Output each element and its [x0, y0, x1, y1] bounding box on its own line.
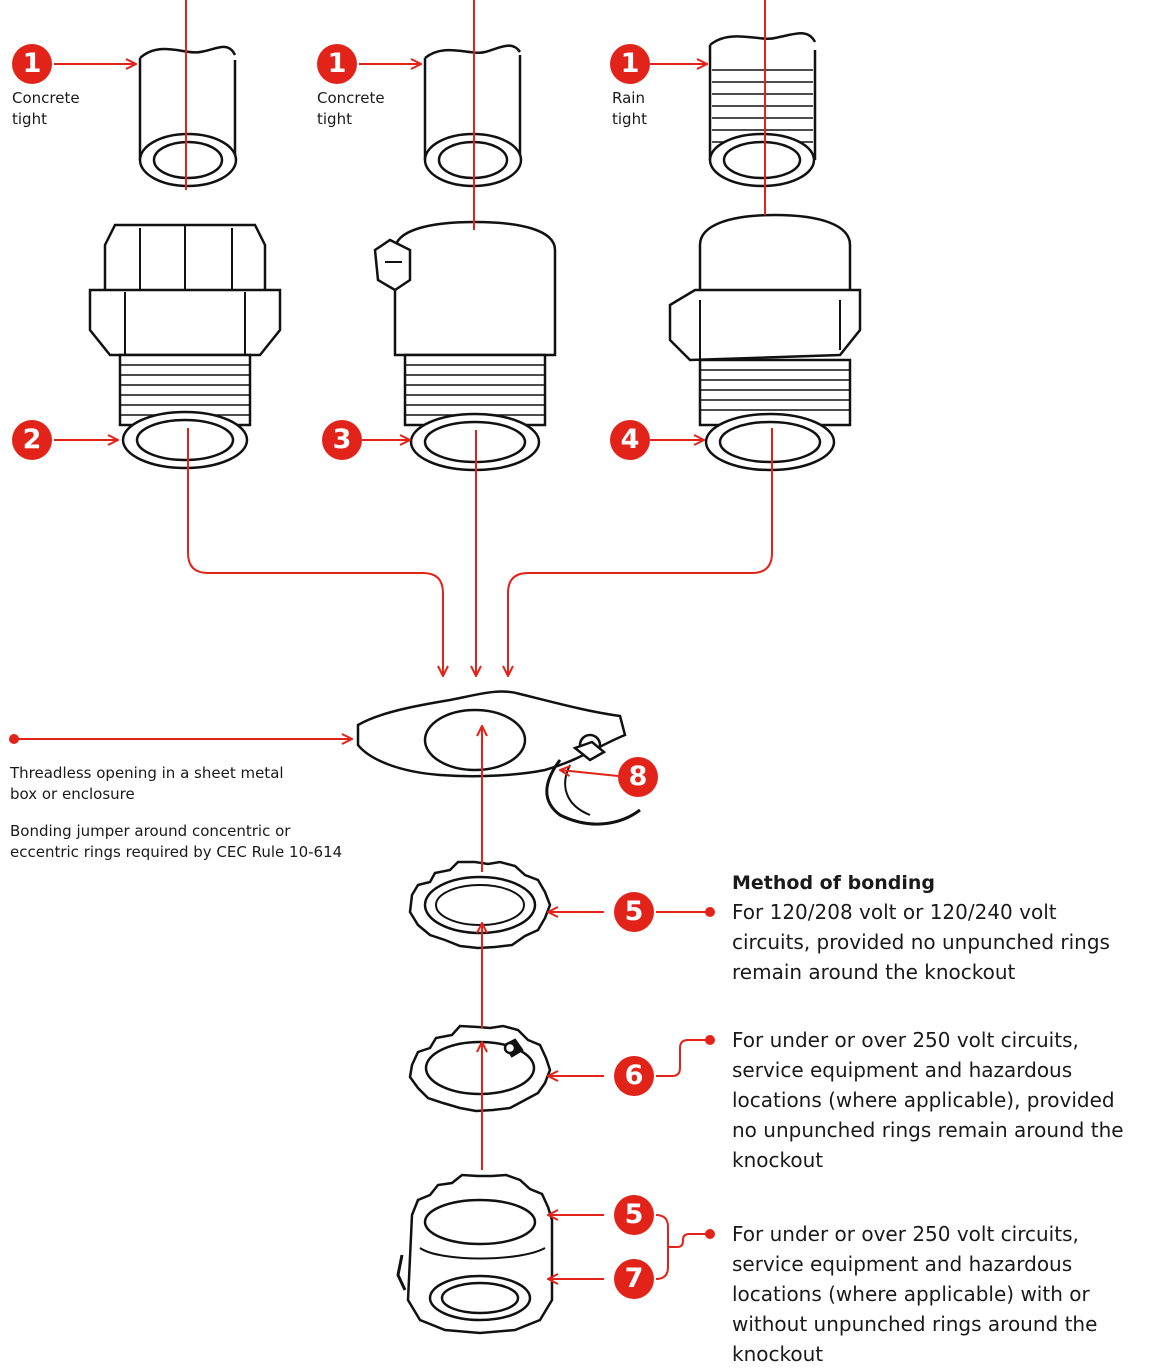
threadless-opening-line1: Threadless opening in a sheet metal — [10, 764, 284, 782]
callout-badge-3: 3 — [322, 420, 362, 460]
callout-badge-1c: 1 — [610, 44, 650, 84]
callout-badge-2: 2 — [12, 420, 52, 460]
fitting-2-drawing — [373, 44, 557, 472]
method-item-3-line2: service equipment and hazardous — [732, 1252, 1073, 1276]
method-item-3-line3: locations (where applicable) with or — [732, 1282, 1090, 1306]
method-item-2-line5: knockout — [732, 1148, 824, 1172]
fitting-3-drawing — [668, 32, 862, 472]
bushing-7-drawing — [396, 1173, 554, 1335]
method-item-3-line5: knockout — [732, 1342, 824, 1366]
callout-badge-5-first: 5 — [614, 892, 654, 932]
callout-badge-4: 4 — [610, 420, 650, 460]
callout-badge-1a: 1 — [12, 44, 52, 84]
locknut-5-drawing — [408, 860, 552, 950]
method-item-2-line4: no unpunched rings remain around the — [732, 1118, 1124, 1142]
bonding-jumper-line1: Bonding jumper around concentric or — [10, 822, 291, 840]
fitting-1-drawing — [88, 45, 282, 470]
callout-badge-7: 7 — [614, 1259, 654, 1299]
fitting-1-label-line1: Concrete — [12, 89, 80, 107]
fitting-1-label-line2: tight — [12, 110, 47, 128]
threadless-opening-line2: box or enclosure — [10, 785, 135, 803]
locknut-6-drawing — [408, 1024, 552, 1113]
callout-badge-1b: 1 — [317, 44, 357, 84]
fitting-2-label: Concrete tight — [317, 88, 385, 130]
method-item-3-line4: without unpunched rings around the — [732, 1312, 1098, 1336]
method-item-2-line3: locations (where applicable), provided — [732, 1088, 1115, 1112]
method-item-3-line1: For under or over 250 volt circuits, — [732, 1222, 1079, 1246]
callout-badge-8: 8 — [618, 757, 658, 797]
method-heading: Method of bonding — [732, 872, 936, 894]
threadless-opening-note: Threadless opening in a sheet metal box … — [10, 763, 284, 805]
method-item-3: For under or over 250 volt circuits, ser… — [732, 1219, 1097, 1369]
method-item-1-line3: remain around the knockout — [732, 960, 1016, 984]
leader-dots — [9, 734, 715, 1239]
fitting-1-label: Concrete tight — [12, 88, 80, 130]
fitting-3-label: Rain tight — [612, 88, 647, 130]
callout-badge-5-second: 5 — [614, 1195, 654, 1235]
method-item-1: For 120/208 volt or 120/240 volt circuit… — [732, 897, 1110, 987]
bonding-jumper-line2: eccentric rings required by CEC Rule 10-… — [10, 843, 343, 861]
fitting-2-label-line2: tight — [317, 110, 352, 128]
leader-lines — [14, 0, 773, 1279]
fitting-2-label-line1: Concrete — [317, 89, 385, 107]
method-item-2-line1: For under or over 250 volt circuits, — [732, 1028, 1079, 1052]
fitting-3-label-line1: Rain — [612, 89, 645, 107]
method-item-2: For under or over 250 volt circuits, ser… — [732, 1025, 1124, 1175]
method-item-2-line2: service equipment and hazardous — [732, 1058, 1073, 1082]
callout-badge-6: 6 — [614, 1056, 654, 1096]
enclosure-drawing — [356, 690, 641, 826]
bonding-jumper-note: Bonding jumper around concentric or ecce… — [10, 821, 342, 863]
fitting-3-label-line2: tight — [612, 110, 647, 128]
method-item-1-line1: For 120/208 volt or 120/240 volt — [732, 900, 1057, 924]
method-item-1-line2: circuits, provided no unpunched rings — [732, 930, 1110, 954]
